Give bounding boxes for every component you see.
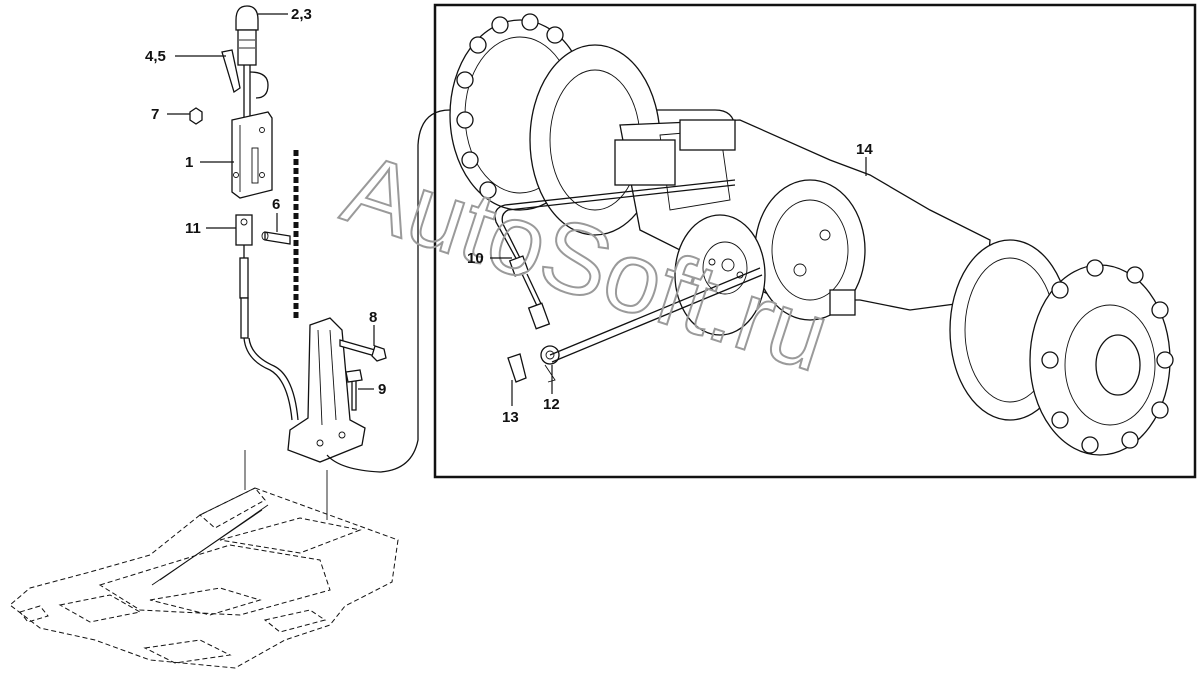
detail-frame xyxy=(433,3,1197,479)
leader-lines xyxy=(167,13,867,406)
cable-connector-10 xyxy=(508,255,530,277)
sensor-cable-assembly xyxy=(494,179,763,383)
callout-13: 13 xyxy=(502,409,519,426)
callout-1: 1 xyxy=(185,154,193,171)
callout-2-3: 2,3 xyxy=(291,6,312,23)
bolt-9 xyxy=(351,377,357,411)
lever-latch xyxy=(221,49,241,94)
lever-knob xyxy=(235,5,259,31)
brake-disc xyxy=(674,214,766,336)
shift-lever-assembly xyxy=(189,5,387,463)
callout-9: 9 xyxy=(378,381,386,398)
callout-6: 6 xyxy=(272,196,280,213)
cab-floor-panel xyxy=(9,450,399,669)
sensor-part-13 xyxy=(507,353,527,383)
bolt-8 xyxy=(339,339,376,357)
callout-11: 11 xyxy=(185,220,201,237)
nut xyxy=(189,107,203,125)
drive-axle xyxy=(449,13,1174,456)
callout-12: 12 xyxy=(543,396,560,413)
cable-clevis xyxy=(235,214,253,246)
callout-14: 14 xyxy=(856,141,873,158)
callout-8: 8 xyxy=(369,309,377,326)
callout-10: 10 xyxy=(467,250,484,267)
callout-7: 7 xyxy=(151,106,159,123)
connection-line xyxy=(326,109,736,473)
callout-4-5: 4,5 xyxy=(145,48,166,65)
pin xyxy=(264,231,291,245)
floor-bracket xyxy=(287,317,366,463)
